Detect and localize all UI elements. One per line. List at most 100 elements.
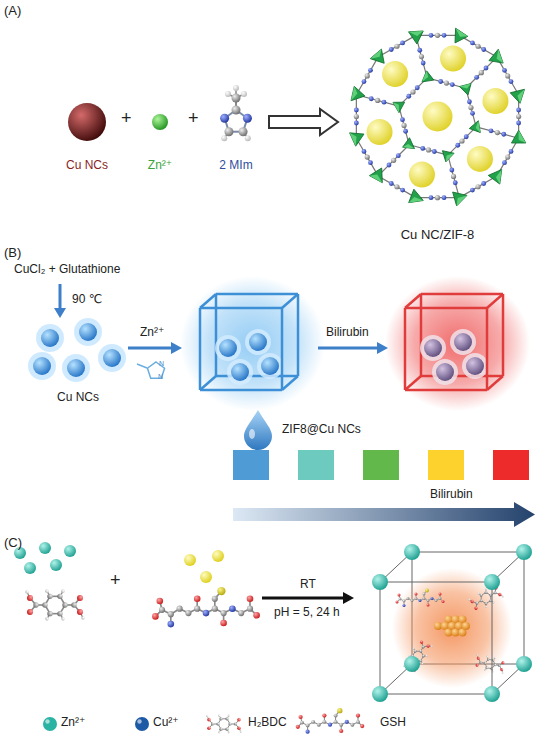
zn-tetrahedron bbox=[393, 102, 405, 113]
gsh-molecule bbox=[152, 587, 260, 627]
bond-line bbox=[487, 376, 503, 390]
node-label: Zn²⁺ bbox=[118, 158, 202, 172]
zn-tetrahedron bbox=[489, 48, 505, 63]
edge-label: 90 ℃ bbox=[72, 293, 102, 307]
atom-ball bbox=[299, 715, 303, 719]
tetra-face bbox=[496, 49, 505, 63]
atom-ball bbox=[427, 604, 430, 607]
cluster-halo bbox=[215, 335, 241, 361]
legend-swatch bbox=[135, 717, 149, 731]
atom-ball bbox=[247, 606, 253, 612]
figure-label: pH = 5, 24 h bbox=[274, 606, 340, 620]
atom-ball bbox=[516, 114, 521, 119]
atom-ball bbox=[485, 666, 488, 669]
legend-label: Zn²⁺ bbox=[61, 716, 85, 730]
atom-ball bbox=[415, 597, 418, 600]
node-label-group: Cu NCs bbox=[4, 390, 152, 404]
bond-line bbox=[282, 294, 298, 308]
bond-line bbox=[409, 145, 448, 155]
atom-ball bbox=[420, 146, 425, 151]
atom-ball bbox=[231, 363, 249, 381]
atom-ball bbox=[502, 160, 507, 165]
node-label: Cu NCs bbox=[4, 390, 152, 404]
zn-tetrahedron bbox=[348, 133, 363, 147]
atom-ball bbox=[398, 594, 401, 597]
atom-ball bbox=[219, 717, 222, 720]
zn-tetrahedron bbox=[403, 138, 418, 154]
atom-ball bbox=[404, 656, 420, 672]
atom-ball bbox=[382, 100, 387, 105]
atom-ball bbox=[477, 592, 480, 595]
atom-ball bbox=[468, 105, 473, 110]
atom-ball bbox=[253, 612, 260, 619]
atom-ball bbox=[372, 574, 388, 590]
swatch-highlight bbox=[137, 719, 141, 723]
atom-ball bbox=[221, 610, 227, 616]
atom-ball bbox=[306, 730, 310, 734]
atom-ball bbox=[421, 654, 425, 658]
atom-ball bbox=[493, 591, 497, 595]
atom-ball bbox=[212, 606, 218, 612]
tetra-face bbox=[369, 172, 382, 187]
cluster-halo bbox=[450, 329, 476, 355]
atom-ball bbox=[233, 85, 239, 91]
atom-ball bbox=[50, 559, 62, 571]
atom-ball bbox=[505, 154, 510, 159]
bond-line bbox=[486, 308, 489, 390]
arrow-body bbox=[269, 109, 338, 135]
figure-label: + bbox=[110, 570, 121, 591]
bdc-molecule bbox=[25, 589, 85, 620]
atom-ball bbox=[185, 610, 191, 616]
atom-ball bbox=[412, 647, 415, 650]
atom-ball bbox=[423, 597, 426, 600]
atom-ball bbox=[484, 669, 486, 671]
atom-ball bbox=[47, 594, 52, 599]
atom-ball bbox=[247, 596, 254, 603]
gradient-arrow bbox=[233, 502, 535, 527]
bond-line bbox=[378, 145, 409, 176]
atom-ball bbox=[322, 714, 326, 718]
tetra-face bbox=[403, 142, 415, 153]
atom-ball bbox=[421, 662, 424, 665]
atom-ball bbox=[334, 714, 338, 718]
atom-ball bbox=[432, 149, 437, 154]
atom-ball bbox=[403, 129, 408, 134]
atom-ball bbox=[454, 333, 472, 351]
atom-ball bbox=[485, 605, 488, 608]
figure-label: (B) bbox=[4, 246, 21, 261]
tetra-face bbox=[460, 81, 472, 89]
cu-cluster bbox=[28, 322, 128, 386]
atom-ball bbox=[159, 607, 165, 613]
atom-ball bbox=[440, 46, 466, 72]
atom-ball bbox=[516, 544, 532, 560]
atom-ball bbox=[467, 99, 472, 104]
atom-ball bbox=[81, 616, 85, 620]
tetra-face bbox=[405, 25, 423, 44]
atom-ball bbox=[487, 658, 490, 661]
atom-ball bbox=[228, 715, 230, 717]
atom-ball bbox=[71, 602, 76, 607]
zn-tetrahedron bbox=[469, 119, 484, 133]
zn-tetrahedron bbox=[458, 81, 471, 95]
tetra-face bbox=[418, 71, 433, 87]
arrow-body bbox=[54, 284, 66, 318]
bond-line bbox=[380, 694, 492, 695]
node-box: 2 MIm bbox=[208, 80, 264, 172]
atom-ball bbox=[479, 661, 482, 664]
atom-ball bbox=[157, 598, 164, 605]
tetra-face bbox=[409, 189, 426, 207]
node-label-group: Cu NC/ZIF-8 bbox=[316, 227, 538, 243]
atom-ball bbox=[389, 181, 394, 186]
bond-line bbox=[378, 35, 416, 57]
atom-ball bbox=[438, 79, 443, 84]
atom-ball bbox=[360, 724, 364, 728]
atom-ball bbox=[404, 544, 420, 560]
bond-line bbox=[412, 552, 524, 553]
arrow-head bbox=[171, 342, 182, 354]
hollow-arrow bbox=[269, 109, 338, 135]
tetra-face bbox=[519, 130, 526, 143]
atom-ball bbox=[152, 613, 159, 620]
atom-ball bbox=[224, 127, 233, 136]
bond-line bbox=[200, 389, 282, 392]
atom-ball bbox=[168, 621, 175, 628]
